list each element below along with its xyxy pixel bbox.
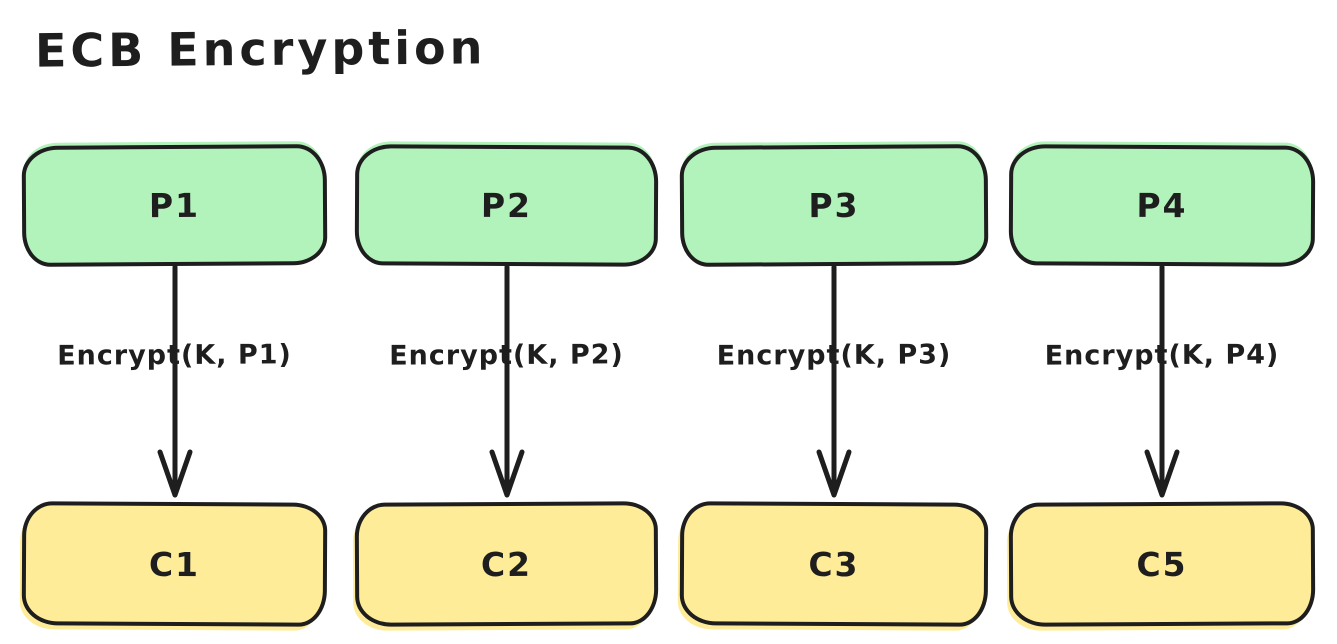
ecb-column-3: P3 Encrypt(K, P3) C3 [679,0,989,644]
plaintext-label: P2 [480,185,533,226]
down-arrow-icon [1144,265,1180,498]
plaintext-block: P1 [21,144,328,267]
ciphertext-block: C2 [354,501,659,627]
down-arrow-icon [489,265,524,498]
ciphertext-block: C3 [679,501,989,627]
encrypt-operation-label: Encrypt(K, P1) [57,339,292,372]
encrypt-operation-label: Encrypt(K, P4) [1044,339,1280,372]
plaintext-block: P2 [354,144,659,267]
down-arrow-icon [157,265,192,498]
encrypt-operation-label: Encrypt(K, P2) [389,339,624,372]
ciphertext-block: C5 [1008,501,1316,627]
plaintext-label: P3 [808,185,860,226]
down-arrow-icon [816,265,852,498]
ecb-column-4: P4 Encrypt(K, P4) C5 [1008,0,1316,644]
ecb-column-1: P1 Encrypt(K, P1) C1 [21,0,328,644]
plaintext-label: P1 [148,185,201,226]
plaintext-block: P3 [679,144,989,267]
ciphertext-label: C5 [1136,544,1188,584]
plaintext-block: P4 [1008,144,1316,267]
encrypt-operation-label: Encrypt(K, P3) [716,339,952,372]
ciphertext-block: C1 [21,501,328,627]
ecb-column-2: P2 Encrypt(K, P2) C2 [354,0,659,644]
ciphertext-label: C1 [148,544,201,584]
ciphertext-label: C2 [480,544,533,584]
plaintext-label: P4 [1136,185,1188,226]
ciphertext-label: C3 [808,544,860,584]
